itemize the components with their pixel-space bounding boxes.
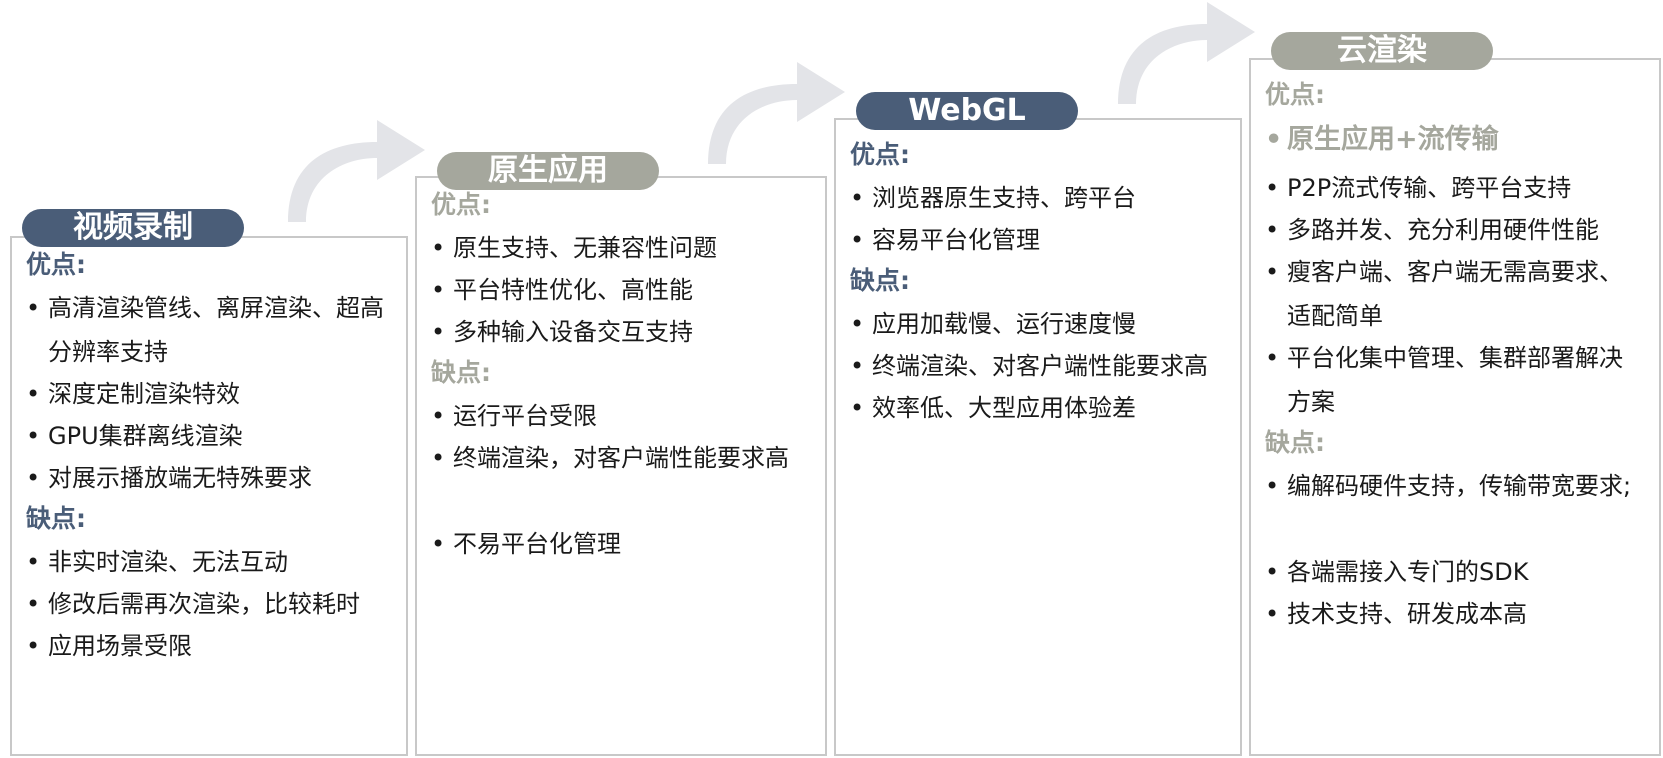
pro-item: •P2P流式传输、跨平台支持 <box>1265 166 1645 210</box>
con-item: •终端渲染、对客户端性能要求高 <box>850 344 1226 388</box>
pro-item: •GPU集群离线渲染 <box>26 414 392 458</box>
highlight-item: •原生应用+流传输 <box>1265 118 1645 162</box>
bullet-dot: • <box>26 294 41 322</box>
item-text: 效率低、大型应用体验差 <box>872 394 1136 422</box>
bullet-dot: • <box>26 422 41 450</box>
bullet-dot: • <box>850 184 865 212</box>
cons-label: 缺点: <box>1265 428 1325 457</box>
pro-item: •瘦客户端、客户端无需高要求、适配简单 <box>1265 250 1645 338</box>
pro-item: •平台化集中管理、集群部署解决方案 <box>1265 336 1645 424</box>
item-text: P2P流式传输、跨平台支持 <box>1287 174 1572 202</box>
bullet-dot: • <box>431 276 446 304</box>
item-text: 平台特性优化、高性能 <box>453 276 693 304</box>
bullet-dot: • <box>1265 344 1280 372</box>
pros-label: 优点: <box>431 190 491 219</box>
item-text: 不易平台化管理 <box>453 530 621 558</box>
bullet-dot: • <box>850 352 865 380</box>
bullet-dot: • <box>1265 216 1280 244</box>
item-text: 原生应用+流传输 <box>1287 124 1499 155</box>
pro-item: •容易平台化管理 <box>850 218 1226 262</box>
item-text: 应用加载慢、运行速度慢 <box>872 310 1136 338</box>
bullet-dot: • <box>1265 558 1280 586</box>
stage-title-video-recording: 视频录制 <box>22 209 244 247</box>
item-text: 编解码硬件支持，传输带宽要求; <box>1287 472 1632 500</box>
item-text: 瘦客户端、客户端无需高要求、适配简单 <box>1287 258 1623 330</box>
stage-webgl: 优点:•浏览器原生支持、跨平台•容易平台化管理缺点:•应用加载慢、运行速度慢•终… <box>834 118 1242 756</box>
item-text: 应用场景受限 <box>48 632 192 660</box>
item-text: 原生支持、无兼容性问题 <box>453 234 717 262</box>
stage-title-native-app: 原生应用 <box>437 152 659 190</box>
con-item: •非实时渲染、无法互动 <box>26 540 392 584</box>
curved-arrow-icon <box>1118 2 1255 104</box>
item-text: 非实时渲染、无法互动 <box>48 548 288 576</box>
pro-item: •平台特性优化、高性能 <box>431 268 811 312</box>
item-text: 高清渲染管线、离屏渲染、超高分辨率支持 <box>48 294 384 366</box>
bullet-dot: • <box>1265 472 1280 500</box>
bullet-dot: • <box>431 444 446 472</box>
bullet-dot: • <box>850 394 865 422</box>
item-text: 终端渲染、对客户端性能要求高 <box>872 352 1208 380</box>
cons-label: 缺点: <box>26 504 86 533</box>
bullet-dot: • <box>26 464 41 492</box>
stage-title-cloud-rendering: 云渲染 <box>1271 32 1493 70</box>
pro-item: •深度定制渲染特效 <box>26 372 392 416</box>
item-text: 多路并发、充分利用硬件性能 <box>1287 216 1599 244</box>
bullet-dot: • <box>1265 174 1280 202</box>
item-text: 容易平台化管理 <box>872 226 1040 254</box>
bullet-dot: • <box>26 548 41 576</box>
item-text: 对展示播放端无特殊要求 <box>48 464 312 492</box>
item-text: 运行平台受限 <box>453 402 597 430</box>
con-item: •应用场景受限 <box>26 624 392 668</box>
pro-item: •对展示播放端无特殊要求 <box>26 456 392 500</box>
item-text: 技术支持、研发成本高 <box>1287 600 1527 628</box>
item-text: 修改后需再次渲染，比较耗时 <box>48 590 360 618</box>
stage-video-recording: 优点:•高清渲染管线、离屏渲染、超高分辨率支持•深度定制渲染特效•GPU集群离线… <box>10 236 408 756</box>
pros-label: 优点: <box>1265 80 1325 109</box>
bullet-dot: • <box>1265 124 1283 155</box>
pro-item: •高清渲染管线、离屏渲染、超高分辨率支持 <box>26 286 392 374</box>
bullet-dot: • <box>431 318 446 346</box>
bullet-dot: • <box>850 226 865 254</box>
bullet-dot: • <box>850 310 865 338</box>
item-text: 多种输入设备交互支持 <box>453 318 693 346</box>
con-item: •技术支持、研发成本高 <box>1265 592 1645 636</box>
con-item: •效率低、大型应用体验差 <box>850 386 1226 430</box>
pros-label: 优点: <box>26 250 86 279</box>
item-text: 平台化集中管理、集群部署解决方案 <box>1287 344 1623 416</box>
stage-title-webgl: WebGL <box>856 92 1078 130</box>
con-item: •应用加载慢、运行速度慢 <box>850 302 1226 346</box>
item-text: 各端需接入专门的SDK <box>1287 558 1529 586</box>
curved-arrow-icon <box>288 120 425 222</box>
con-item: •各端需接入专门的SDK <box>1265 550 1645 594</box>
curved-arrow-icon <box>708 62 845 164</box>
con-item: •终端渲染，对客户端性能要求高 <box>431 436 811 480</box>
bullet-dot: • <box>431 402 446 430</box>
bullet-dot: • <box>26 590 41 618</box>
bullet-dot: • <box>431 530 446 558</box>
con-item: •不易平台化管理 <box>431 522 811 566</box>
pro-item: •浏览器原生支持、跨平台 <box>850 176 1226 220</box>
con-item: •编解码硬件支持，传输带宽要求; <box>1265 464 1645 508</box>
stage-native-app: 优点:•原生支持、无兼容性问题•平台特性优化、高性能•多种输入设备交互支持缺点:… <box>415 176 827 756</box>
cons-label: 缺点: <box>850 266 910 295</box>
item-text: 终端渲染，对客户端性能要求高 <box>453 444 789 472</box>
con-item: •运行平台受限 <box>431 394 811 438</box>
item-text: 深度定制渲染特效 <box>48 380 240 408</box>
con-item: •修改后需再次渲染，比较耗时 <box>26 582 392 626</box>
item-text: GPU集群离线渲染 <box>48 422 243 450</box>
bullet-dot: • <box>26 632 41 660</box>
bullet-dot: • <box>1265 258 1280 286</box>
pro-item: •多路并发、充分利用硬件性能 <box>1265 208 1645 252</box>
pro-item: •原生支持、无兼容性问题 <box>431 226 811 270</box>
stage-cloud-rendering: 优点:•原生应用+流传输•P2P流式传输、跨平台支持•多路并发、充分利用硬件性能… <box>1249 58 1661 756</box>
bullet-dot: • <box>26 380 41 408</box>
pros-label: 优点: <box>850 140 910 169</box>
pro-item: •多种输入设备交互支持 <box>431 310 811 354</box>
bullet-dot: • <box>431 234 446 262</box>
bullet-dot: • <box>1265 600 1280 628</box>
cons-label: 缺点: <box>431 358 491 387</box>
item-text: 浏览器原生支持、跨平台 <box>872 184 1136 212</box>
